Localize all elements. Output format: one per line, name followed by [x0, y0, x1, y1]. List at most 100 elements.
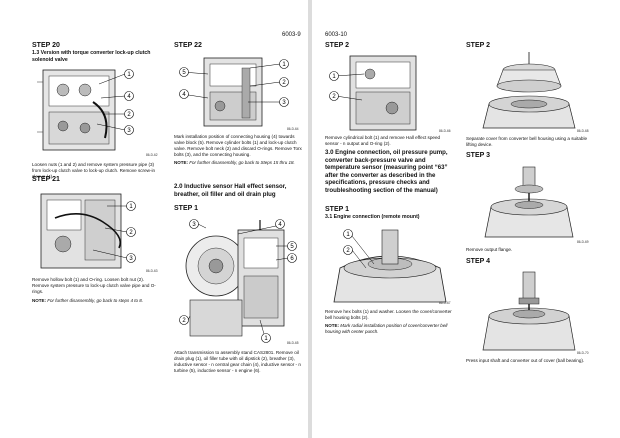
callout-label: 5	[290, 244, 294, 250]
callout-2	[124, 109, 134, 119]
output-flange-illustration: 86-D-69	[484, 166, 589, 244]
right-section-3-heading: 3.0 Engine connection, oil pressure pump…	[325, 149, 455, 195]
connecting-housing-illustration: 5 4 1 2 3 86-D-64	[179, 57, 299, 131]
right-col2-step2-caption: Separate cover from converter bell housi…	[466, 136, 591, 148]
step-title: STEP 22	[174, 42, 202, 49]
callout-label: 3	[127, 128, 131, 134]
callout-label: 2	[332, 94, 336, 100]
step-caption: Press input shaft and converter out of c…	[466, 358, 585, 363]
callout-label: 1	[129, 204, 133, 210]
callout-3	[124, 125, 134, 135]
callout-label: 3	[129, 256, 133, 262]
right-col2-step4-caption: Press input shaft and converter out of c…	[466, 358, 591, 364]
figure-code: 86-D-67	[439, 301, 451, 305]
right-step1-heading: STEP 1 3.1 Engine connection (remote mou…	[325, 206, 455, 221]
figure-code: 86-D-70	[577, 351, 589, 355]
step-caption: Remove hollow bolt (1) and O-ring. Loose…	[32, 277, 156, 294]
callout-5	[179, 67, 189, 77]
callout-label: 2	[346, 248, 350, 254]
callout-label: 3	[282, 100, 286, 106]
callout-1	[279, 59, 289, 69]
callout-6	[287, 253, 297, 263]
left-step1-caption: Attach transmission to assembly stand CA…	[174, 350, 302, 374]
right-col2-step3-caption: Remove output flange.	[466, 247, 591, 253]
callout-4	[124, 91, 134, 101]
figure-code: 86-D-63	[146, 269, 158, 273]
callout-5	[287, 241, 297, 251]
step-caption: Loosen nuts (1 and 2) and remove system …	[32, 162, 156, 179]
step-note: NOTE: For further disassembly, go back t…	[32, 298, 162, 304]
figure-right-step2: 1 2 86-D-66	[326, 52, 454, 134]
figure-code: 86-D-69	[577, 240, 589, 244]
callout-label: 1	[346, 232, 350, 238]
valve-block-illustration: 1 4 2 3 86-D-62	[37, 69, 158, 157]
step-title: STEP 21	[32, 176, 60, 183]
left-step1-heading: STEP 1	[174, 205, 302, 213]
callout-2	[343, 245, 353, 255]
right-col2-step2-heading: STEP 2	[466, 42, 591, 50]
pressure-pipe-illustration: 1 2 3 86-D-63	[40, 193, 158, 273]
right-col2-step4-heading: STEP 4	[466, 258, 591, 266]
step-subtitle: 1.3 Version with torque converter lock-u…	[32, 50, 151, 63]
figure-code: 86-D-64	[287, 127, 299, 131]
callout-label: 6	[290, 256, 294, 262]
callout-3	[126, 253, 136, 263]
callout-1	[343, 229, 353, 239]
callout-label: 4	[182, 92, 186, 98]
figure-step21: 1 2 3 86-D-63	[33, 188, 161, 274]
step-title: STEP 3	[466, 152, 490, 159]
step-title: STEP 2	[325, 42, 349, 49]
converter-bell-housing-illustration: 1 2 86-D-67	[333, 229, 451, 305]
figure-right-col2-step3: 86-D-69	[467, 163, 591, 245]
figure-step22: 5 4 1 2 3 86-D-64	[176, 52, 302, 132]
callout-label: 2	[129, 230, 133, 236]
step-subtitle: 3.1 Engine connection (remote mount)	[325, 214, 420, 221]
step-caption: Remove cylindrical bolt (1) and remove H…	[325, 135, 441, 146]
figure-right-col2-step4: 86-D-70	[467, 270, 591, 356]
figure-code: 86-D-68	[577, 129, 589, 133]
input-shaft-press-illustration: 86-D-70	[482, 271, 589, 355]
callout-1	[261, 333, 271, 343]
callout-label: 1	[282, 62, 286, 68]
figure-code: 86-D-65	[287, 341, 299, 345]
cover-separation-illustration: 86-D-68	[482, 52, 589, 133]
step-note: NOTE: For further disassembly, go back t…	[174, 160, 302, 166]
callout-3	[279, 97, 289, 107]
callout-2	[329, 91, 339, 101]
step-caption: Remove hex bolts (1) and washer. Loosen …	[325, 309, 452, 320]
step-title: STEP 4	[466, 258, 490, 265]
left-step21-caption: Remove hollow bolt (1) and O-ring. Loose…	[32, 277, 162, 303]
left-step22-heading: STEP 22	[174, 42, 304, 50]
page-number-left: 6003-9	[282, 32, 301, 38]
note-text: For further disassembly, go back to Step…	[189, 159, 295, 165]
step-caption: Separate cover from converter bell housi…	[466, 136, 588, 147]
note-label: NOTE:	[32, 297, 46, 303]
figure-step1-transmission: 3 4 5 6 1 2 86-D-65	[176, 216, 302, 346]
callout-1	[126, 201, 136, 211]
callout-label: 1	[127, 72, 131, 78]
callout-label: 1	[332, 74, 336, 80]
right-step2-caption: Remove cylindrical bolt (1) and remove H…	[325, 135, 455, 147]
callout-3	[189, 219, 199, 229]
right-step1-caption: Remove hex bolts (1) and washer. Loosen …	[325, 309, 455, 334]
callout-4	[275, 219, 285, 229]
step-caption: Mark installation position of connecting…	[174, 134, 302, 157]
section-heading: 3.0 Engine connection, oil pressure pump…	[325, 149, 448, 195]
note-text: For further disassembly, go back to step…	[47, 297, 143, 303]
figure-right-step1: 1 2 86-D-67	[326, 224, 454, 306]
step-caption: Attach transmission to assembly stand CA…	[174, 350, 301, 373]
callout-1	[124, 69, 134, 79]
left-step20-caption: Loosen nuts (1 and 2) and remove system …	[32, 162, 162, 180]
callout-2	[126, 227, 136, 237]
note-text: Mark radial installation position of cov…	[325, 322, 448, 334]
step-caption: Remove output flange.	[466, 247, 513, 252]
callout-4	[179, 89, 189, 99]
speed-sensor-illustration: 1 2 86-D-66	[329, 55, 451, 133]
callout-label: 2	[182, 318, 186, 324]
callout-2	[279, 77, 289, 87]
transmission-housing-illustration: 3 4 5 6 1 2 86-D-65	[179, 219, 299, 345]
callout-label: 2	[127, 112, 131, 118]
step-title: STEP 1	[174, 205, 198, 212]
right-col2-step3-heading: STEP 3	[466, 152, 591, 160]
section-heading: 2.0 Inductive sensor Hall effect sensor,…	[174, 183, 287, 198]
